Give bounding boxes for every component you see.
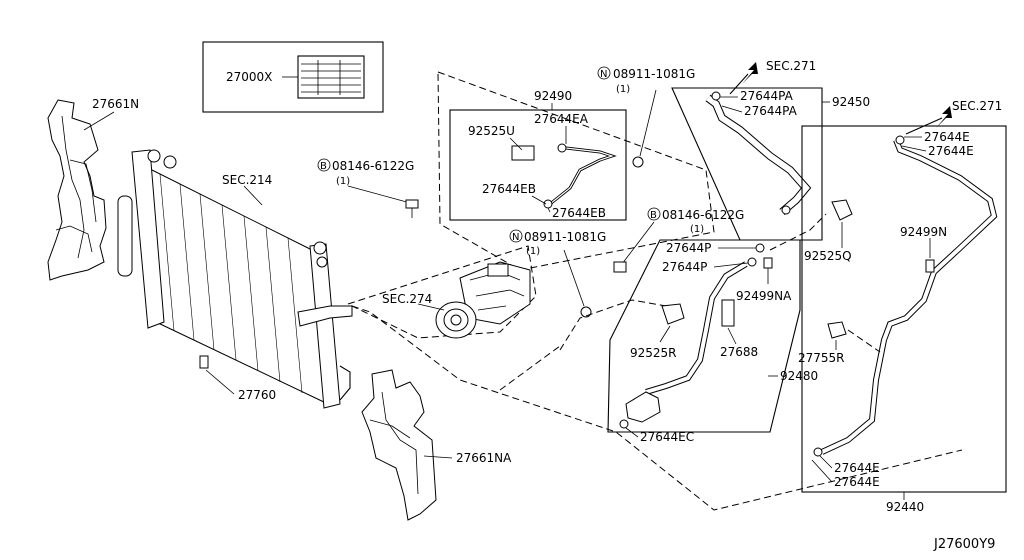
part-label-27644ea: 27644EA [534,112,589,126]
pipe-box-92440 [801,125,1007,493]
part-label-27644pa-b: 27644PA [744,104,798,118]
part-label-sec271-a: SEC.271 [766,59,816,73]
clamp-92525u [511,145,535,161]
part-label-27661n: 27661N [92,97,139,111]
part-label-27644p-a: 27644P [666,241,711,255]
bolt2-qty: (1) [690,224,704,235]
part-label-92499n: 92499N [900,225,947,239]
arrow-icon [742,62,758,84]
clip-92499na [763,257,773,269]
bolt-marker-icon [647,207,661,221]
part-label-27688: 27688 [720,345,758,359]
nut-marker-n2: N [512,232,519,243]
part-label-sec271-b: SEC.271 [952,99,1002,113]
nut-marker-n: N [600,69,607,80]
bolt-marker-b2: B [650,210,657,221]
part-label-27755r: 27755R [798,351,845,365]
part-label-27644eb-a: 27644EB [482,182,536,196]
condenser-pipe-block [297,305,353,327]
diagram-id: J27600Y9 [933,537,995,552]
muffler [625,391,661,423]
part-label-sec214: SEC.214 [222,173,272,187]
bolt-qty: (1) [336,176,350,187]
nut-icon [632,156,644,168]
dash-line [499,345,561,391]
part-label-nut-08911-1081g: 08911-1081G [613,67,695,81]
part-label-27644pa-a: 27644PA [740,89,794,103]
part-label-27644e-b: 27644E [928,144,974,158]
bolt-icon [613,261,627,273]
part-label-92525q: 92525Q [804,249,852,263]
part-label-27644eb-b: 27644EB [552,206,606,220]
part-label-27000x: 27000X [226,70,272,84]
nut2-qty: (1) [526,246,540,257]
dash-line [351,305,963,511]
dash-line [847,329,881,353]
part-label-27644e-a: 27644E [924,130,970,144]
part-label-27760: 27760 [238,388,276,402]
condenser-left-tank [131,149,165,329]
air-guide-left [47,99,107,281]
part-label-92499na: 92499NA [736,289,792,303]
part-label-27644e-c: 27644E [834,461,880,475]
part-label-92440: 92440 [886,500,924,514]
nut-qty: (1) [616,84,630,95]
part-label-27644p-b: 27644P [662,260,707,274]
part-label-27644e-d: 27644E [834,475,880,489]
nut-marker-icon [509,229,523,243]
part-label-92450: 92450 [832,95,870,109]
clip-27755r [827,321,847,339]
sensor-27688 [721,299,735,327]
part-label-92525r: 92525R [630,346,677,360]
pipe-box-92490 [449,109,627,221]
part-label-nut2-08911-1081g: 08911-1081G [524,230,606,244]
pipe-box-92450 [671,87,823,241]
nut-icon [580,306,592,318]
dash-line [769,213,827,251]
bolt-icon [405,199,419,209]
compressor [435,261,531,339]
clip-27760 [199,355,209,369]
group-outline-92490 [437,71,715,271]
bolt-marker-b: B [320,161,327,172]
label-box [202,41,384,113]
part-label-92480: 92480 [780,369,818,383]
clamp-92525r [661,303,685,325]
dash-line [559,299,667,351]
part-label-92525u: 92525U [468,124,515,138]
pipe-box-92480 [607,239,801,433]
clip-92499n [925,259,935,273]
part-label-bolt2-08146-6122g: 08146-6122G [662,208,744,222]
nut-marker-icon [597,66,611,80]
bolt-marker-icon [317,158,331,172]
part-label-sec274: SEC.274 [382,292,432,306]
part-label-bolt-08146-6122g: 08146-6122G [332,159,414,173]
arrow-icon [936,106,952,128]
part-label-92490: 92490 [534,89,572,103]
part-label-27644ec: 27644EC [640,430,694,444]
air-guide-lower [361,369,437,521]
clamp-92525q [831,199,853,221]
caution-label-lines [301,60,361,95]
part-label-27661na: 27661NA [456,451,512,465]
receiver-drier [117,195,133,277]
group-outline-compressor [346,245,537,339]
